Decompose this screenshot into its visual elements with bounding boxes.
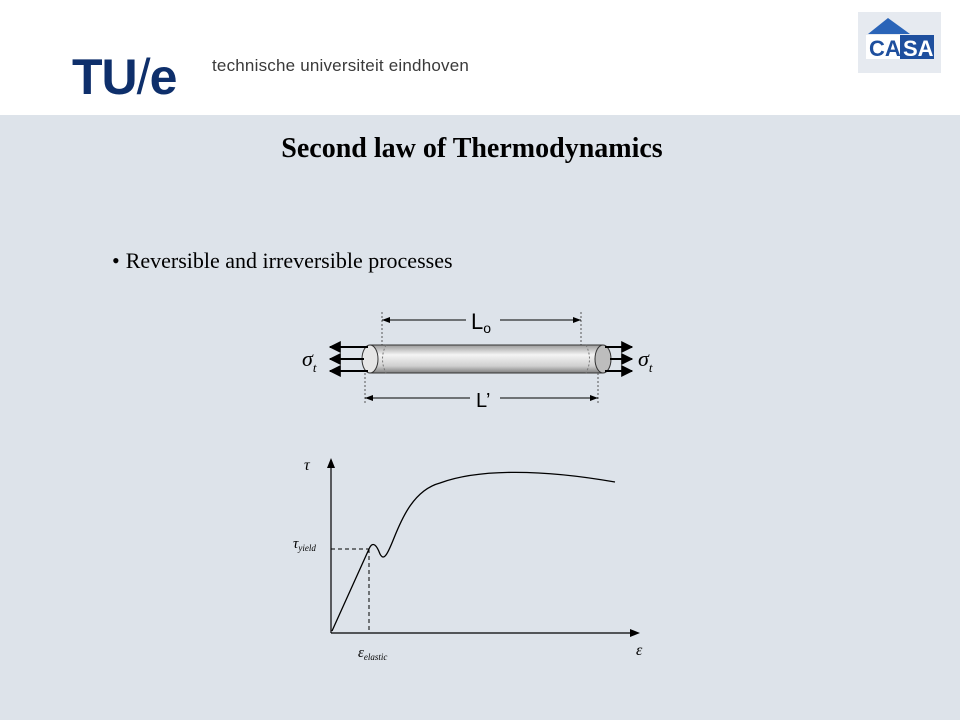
stress-strain-sketch: τ ε τyield εelastic <box>293 457 643 662</box>
lo-arrow-right <box>573 317 581 323</box>
yield-label: τyield <box>293 536 316 553</box>
l-prime-arrow-right <box>590 395 598 401</box>
rod-body <box>369 344 604 374</box>
slide-title: Second law of Thermodynamics <box>281 133 663 164</box>
casa-logo: CA SA <box>858 12 941 73</box>
stress-label-left: σt <box>302 346 317 375</box>
elastic-label: εelastic <box>358 645 387 662</box>
rod-end-right <box>594 344 612 374</box>
lo-label: Lo <box>471 309 491 336</box>
y-axis-label: τ <box>304 457 311 474</box>
university-name: technische universiteit eindhoven <box>212 56 470 75</box>
rod-figure: Lo σt σt L’ <box>302 308 653 412</box>
bullet-dot: • <box>112 248 120 273</box>
bullet-text: Reversible and irreversible processes <box>125 248 453 273</box>
l-prime-arrow-left <box>365 395 373 401</box>
stress-strain-curve <box>331 471 616 632</box>
x-axis-arrow <box>630 629 640 637</box>
svg-text:CA: CA <box>869 36 901 61</box>
y-axis-arrow <box>327 458 335 468</box>
tue-logo: TU/e <box>72 49 177 105</box>
l-prime-label: L’ <box>476 390 490 412</box>
lo-arrow-left <box>382 317 390 323</box>
x-axis-label: ε <box>636 642 643 659</box>
bullet-item: •Reversible and irreversible processes <box>112 248 453 274</box>
svg-text:SA: SA <box>903 36 934 61</box>
rod-end-left <box>361 344 379 374</box>
header-bar: TU/e technische universiteit eindhoven C… <box>0 0 960 115</box>
stress-label-right: σt <box>638 346 653 375</box>
